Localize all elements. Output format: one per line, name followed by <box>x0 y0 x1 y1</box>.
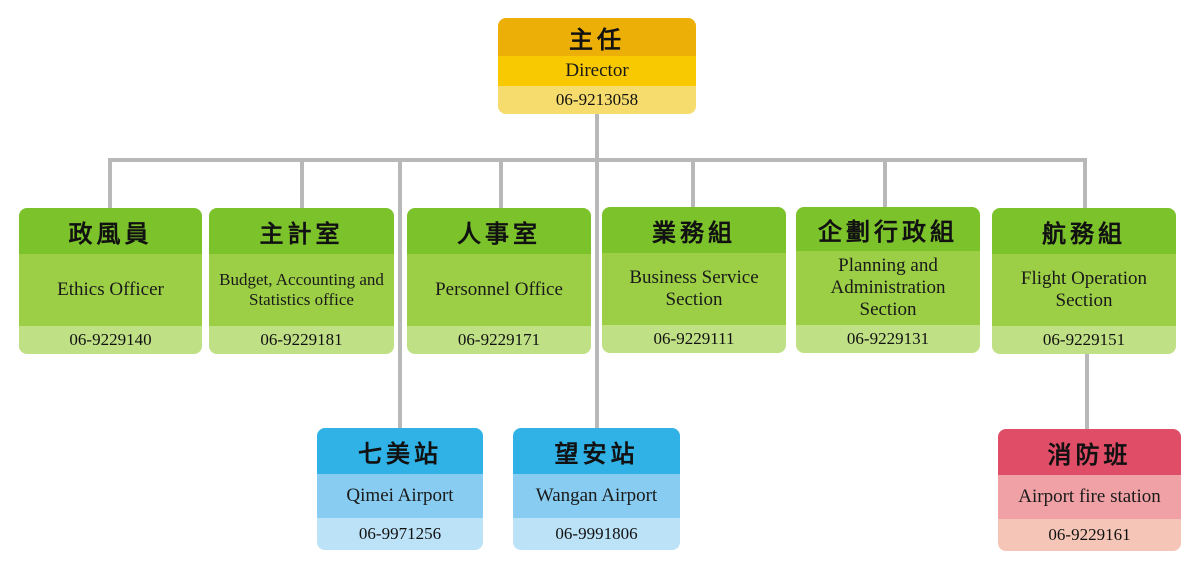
station-qimei: 七美站 Qimei Airport 06-9971256 <box>317 428 483 550</box>
director-title-zh: 主任 <box>498 18 696 56</box>
director-title-en: Director <box>498 56 696 86</box>
unit-title-zh: 人事室 <box>407 208 591 254</box>
unit-ethics-officer: 政風員 Ethics Officer 06-9229140 <box>19 208 202 354</box>
unit-title-en: Budget, Accounting and Statistics office <box>209 254 394 326</box>
unit-title-zh: 企劃行政組 <box>796 207 980 251</box>
unit-title-en: Ethics Officer <box>19 254 202 326</box>
fire-title-zh: 消防班 <box>998 429 1181 475</box>
unit-phone: 06-9229131 <box>796 325 980 353</box>
unit-phone: 06-9229181 <box>209 326 394 354</box>
unit-business-service: 業務組 Business Service Section 06-9229111 <box>602 207 786 353</box>
unit-title-zh: 主計室 <box>209 208 394 254</box>
unit-phone: 06-9229171 <box>407 326 591 354</box>
station-phone: 06-9971256 <box>317 518 483 550</box>
unit-title-en: Flight Operation Section <box>992 254 1176 326</box>
director-phone: 06-9213058 <box>498 86 696 114</box>
station-title-zh: 七美站 <box>317 428 483 474</box>
unit-flight-operation: 航務組 Flight Operation Section 06-9229151 <box>992 208 1176 354</box>
unit-personnel-office: 人事室 Personnel Office 06-9229171 <box>407 208 591 354</box>
station-title-en: Qimei Airport <box>317 474 483 518</box>
unit-phone: 06-9229111 <box>602 325 786 353</box>
unit-title-zh: 航務組 <box>992 208 1176 254</box>
unit-budget-office: 主計室 Budget, Accounting and Statistics of… <box>209 208 394 354</box>
unit-title-en: Business Service Section <box>602 253 786 325</box>
unit-title-en: Personnel Office <box>407 254 591 326</box>
station-title-zh: 望安站 <box>513 428 680 474</box>
station-title-en: Wangan Airport <box>513 474 680 518</box>
station-phone: 06-9991806 <box>513 518 680 550</box>
director-box: 主任 Director 06-9213058 <box>498 18 696 114</box>
unit-title-zh: 政風員 <box>19 208 202 254</box>
fire-station: 消防班 Airport fire station 06-9229161 <box>998 429 1181 551</box>
unit-title-zh: 業務組 <box>602 207 786 253</box>
unit-phone: 06-9229151 <box>992 326 1176 354</box>
fire-title-en: Airport fire station <box>998 475 1181 519</box>
unit-phone: 06-9229140 <box>19 326 202 354</box>
unit-planning-administration: 企劃行政組 Planning and Administration Sectio… <box>796 207 980 353</box>
fire-phone: 06-9229161 <box>998 519 1181 551</box>
unit-title-en: Planning and Administration Section <box>796 251 980 325</box>
station-wangan: 望安站 Wangan Airport 06-9991806 <box>513 428 680 550</box>
